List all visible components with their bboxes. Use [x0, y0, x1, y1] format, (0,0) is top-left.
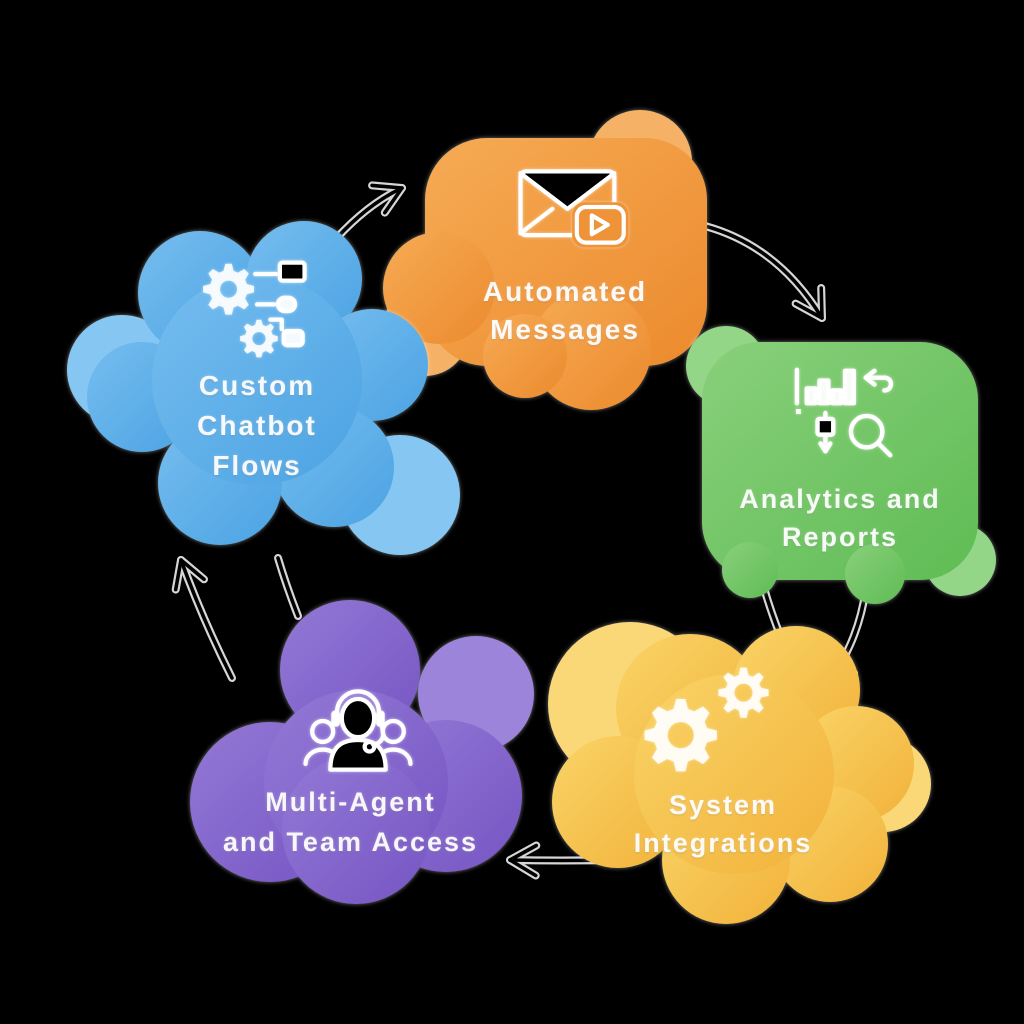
label-line: Integrations [633, 828, 813, 858]
blob-shape-orange [381, 110, 707, 410]
label-line: Messages [490, 314, 640, 345]
label-line: Automated [482, 276, 648, 307]
node-analytics-and-reports: Analytics and Reports [686, 326, 996, 604]
label-line: Multi-Agent [265, 787, 436, 817]
node-label-analytics-and-reports: Analytics and Reports [690, 480, 990, 556]
analytics-search-icon [794, 367, 894, 458]
label-line: Reports [781, 522, 898, 552]
label-line: Flows [212, 450, 302, 481]
gears-flowchart-icon [203, 260, 307, 358]
node-automated-messages: Automated Messages [381, 110, 735, 410]
label-line: Custom [198, 370, 316, 401]
email-video-icon [518, 169, 629, 248]
blob-shape-purple [190, 600, 534, 904]
label-line: System [668, 790, 778, 820]
label-line: Analytics and [739, 484, 941, 514]
node-custom-chatbot-flows: Custom Chatbot Flows [67, 205, 460, 555]
node-label-multi-agent-and-team-access: Multi-Agent and Team Access [178, 782, 523, 862]
node-label-system-integrations: System Integrations [538, 786, 908, 862]
node-label-custom-chatbot-flows: Custom Chatbot Flows [82, 366, 432, 486]
support-agent-icon [303, 689, 413, 772]
blob-shape-green [686, 326, 996, 604]
node-system-integrations: System Integrations [538, 612, 931, 924]
node-label-automated-messages: Automated Messages [395, 273, 735, 349]
label-line: and Team Access [222, 827, 479, 857]
node-multi-agent-and-team-access: Multi-Agent and Team Access [178, 592, 534, 904]
label-line: Chatbot [197, 410, 317, 441]
gears-icon [644, 667, 769, 772]
blob-shape-blue [67, 221, 460, 555]
